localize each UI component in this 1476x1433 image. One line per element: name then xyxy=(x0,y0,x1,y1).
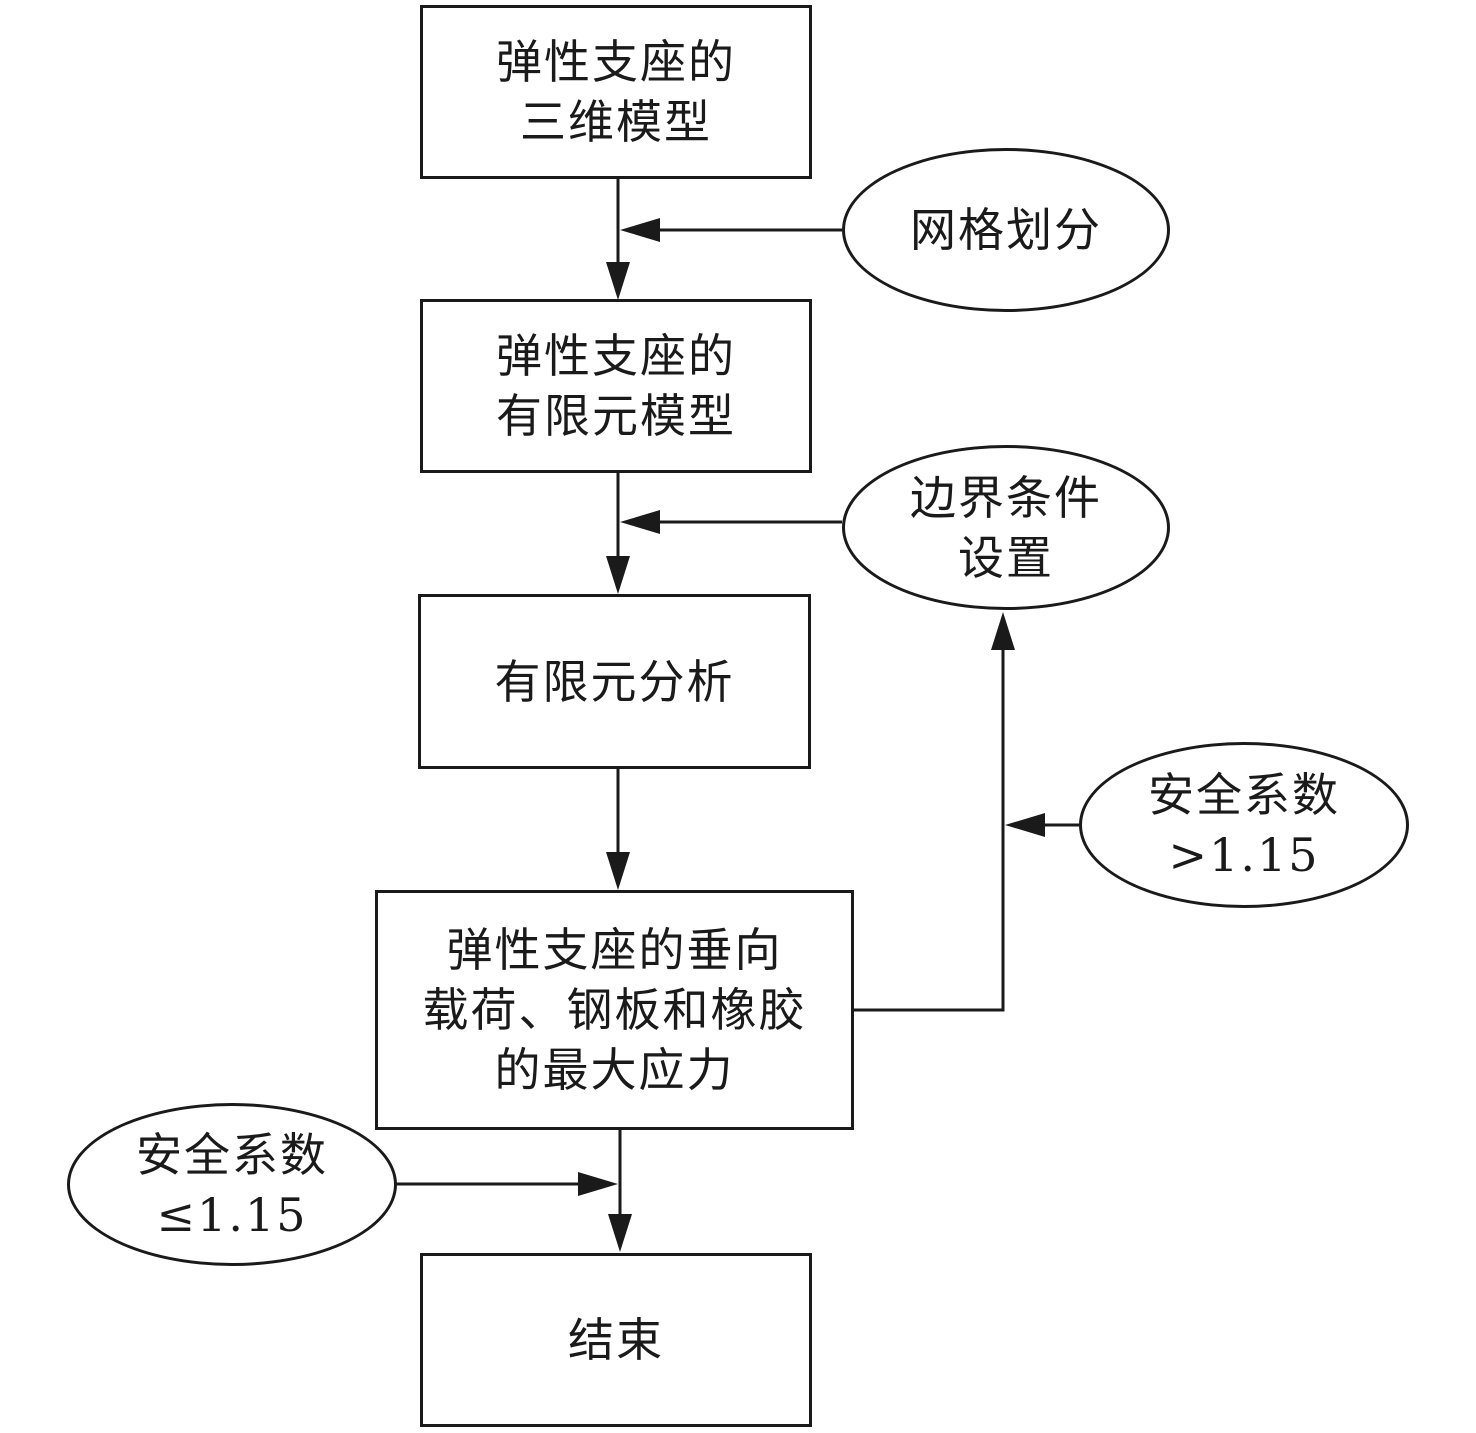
node-mesh-line-1: 网格划分 xyxy=(910,203,1102,257)
node-safety-high-line-2: >1.15 xyxy=(1168,828,1320,882)
edge-stress-feedback xyxy=(852,650,1005,1012)
node-end-line-1: 结束 xyxy=(568,1313,664,1367)
node-3d-model: 弹性支座的 三维模型 xyxy=(420,5,812,179)
node-safety-low-line-1: 安全系数 xyxy=(136,1127,328,1182)
node-stress-line-3: 的最大应力 xyxy=(494,1043,735,1097)
node-boundary-conditions: 边界条件 设置 xyxy=(842,445,1170,610)
node-fe-model: 弹性支座的 有限元模型 xyxy=(420,299,812,473)
node-3d-model-line-2: 三维模型 xyxy=(520,95,712,149)
node-boundary-line-2: 设置 xyxy=(958,530,1054,585)
node-end: 结束 xyxy=(420,1253,812,1427)
arrowhead-from-safety-high xyxy=(1005,813,1045,837)
arrowhead-to-boundary xyxy=(991,612,1015,650)
arrowhead-to-stress xyxy=(606,852,630,890)
node-safety-factor-low: 安全系数 ≤1.15 xyxy=(67,1103,397,1266)
node-boundary-line-1: 边界条件 xyxy=(910,470,1102,525)
node-safety-high-line-1: 安全系数 xyxy=(1148,768,1340,822)
node-safety-low-line-2: ≤1.15 xyxy=(156,1187,308,1242)
node-fe-analysis: 有限元分析 xyxy=(418,594,811,769)
node-max-stress: 弹性支座的垂向 载荷、钢板和橡胶 的最大应力 xyxy=(375,890,854,1130)
node-fe-model-line-1: 弹性支座的 xyxy=(496,329,736,383)
node-stress-line-2: 载荷、钢板和橡胶 xyxy=(422,983,807,1037)
arrowhead-to-end xyxy=(608,1214,632,1252)
arrowhead-to-femodel xyxy=(606,262,630,300)
node-stress-line-1: 弹性支座的垂向 xyxy=(446,923,783,977)
node-3d-model-line-1: 弹性支座的 xyxy=(496,35,736,89)
arrowhead-from-boundary xyxy=(620,510,660,534)
arrowhead-to-analysis xyxy=(606,556,630,594)
node-safety-factor-high: 安全系数 >1.15 xyxy=(1079,742,1409,908)
arrowhead-from-safety-low xyxy=(578,1172,618,1196)
node-mesh: 网格划分 xyxy=(842,148,1170,312)
node-fe-model-line-2: 有限元模型 xyxy=(496,389,736,443)
arrowhead-from-mesh xyxy=(620,218,660,242)
node-fe-analysis-line-1: 有限元分析 xyxy=(494,654,735,709)
